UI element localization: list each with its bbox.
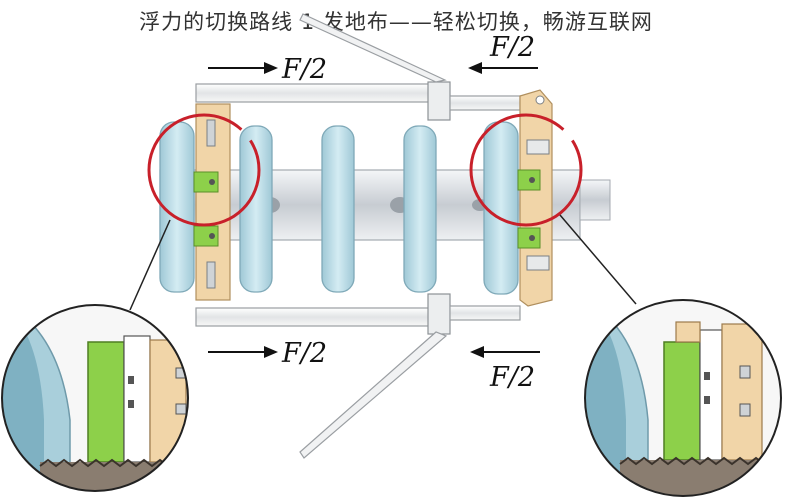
right-highlight-circle (469, 113, 583, 227)
force-label-top-left: F/2 (281, 54, 327, 85)
left-leader-line (129, 219, 171, 311)
bottom-frame-bar (195, 293, 521, 459)
force-label-top-right: F/2 (489, 32, 535, 63)
force-arrow-top-left: F/2 (208, 54, 327, 85)
force-label-bottom-left: F/2 (281, 338, 327, 369)
disc-4 (403, 125, 437, 293)
right-zoom-inset (584, 299, 782, 497)
force-arrow-bottom-right: F/2 (470, 346, 540, 393)
force-arrow-top-right: F/2 (468, 32, 538, 74)
disc-2 (239, 125, 273, 293)
force-label-bottom-right: F/2 (489, 362, 535, 393)
disc-3 (321, 125, 355, 293)
force-arrow-bottom-left: F/2 (208, 338, 327, 369)
left-highlight-circle (147, 113, 261, 227)
right-leader-line (559, 214, 637, 305)
right-clamp-plate (517, 89, 553, 307)
left-clamp-plate (193, 103, 231, 301)
top-frame-bar (195, 13, 521, 121)
disc-5 (483, 121, 519, 295)
left-zoom-inset (1, 304, 189, 492)
page-title: 浮力的切换路线 1 发地布——轻松切换，畅游互联网 (139, 10, 653, 34)
